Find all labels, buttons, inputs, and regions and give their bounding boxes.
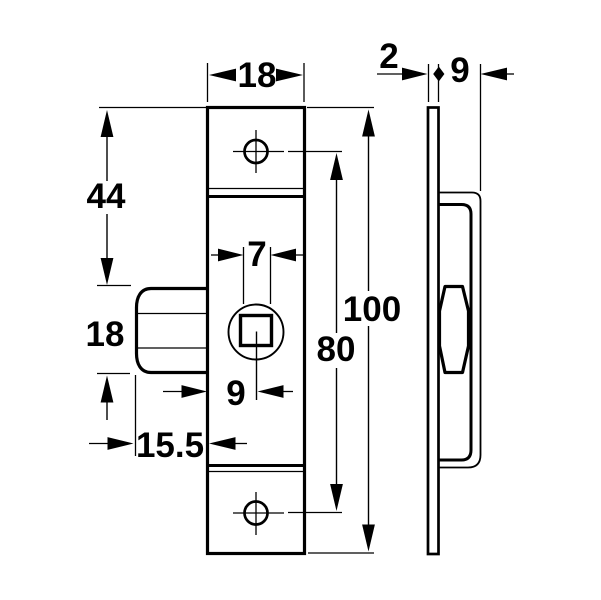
dim-faceplate-thickness: 2 (377, 37, 445, 102)
faceplate-side-outline (426, 106, 440, 556)
dim-overall-height: 100 (307, 106, 401, 554)
dim-label-faceplate-thickness: 2 (379, 37, 398, 76)
dim-label-knob-projection: 15.5 (136, 426, 204, 465)
arrowhead-left (257, 385, 284, 398)
dim-label-screw-hole-spacing: 80 (317, 330, 356, 369)
side-view (426, 106, 482, 556)
dim-knob-projection: 15.5 (89, 375, 247, 465)
dim-follower-square: 7 (211, 235, 305, 304)
dim-label-case-depth: 9 (450, 51, 469, 90)
dim-label-follower-square: 7 (247, 235, 266, 274)
dimensions: 18 2 9 44 18 (86, 37, 514, 554)
case-inner-outline (438, 203, 473, 462)
knob-outline (134, 286, 208, 375)
dim-edge-to-spindle: 9 (163, 374, 293, 413)
arrowhead-up (100, 375, 114, 403)
arrowhead-down (362, 524, 375, 552)
dim-label-top-edge-to-knob: 44 (87, 177, 126, 216)
dim-label-edge-to-spindle: 9 (226, 374, 245, 413)
arrowhead-right (107, 437, 134, 450)
arrowhead-left (209, 68, 236, 82)
arrowhead-right (276, 68, 303, 82)
arrowhead-right (181, 385, 207, 398)
faceplate-front-outline (205, 105, 307, 556)
dim-label-overall-height: 100 (343, 290, 401, 329)
dim-knob-height: 18 (86, 315, 130, 420)
arrowhead-up (100, 110, 114, 137)
arrowhead-left (480, 67, 507, 81)
arrowhead-down (330, 484, 343, 511)
dim-label-knob-height: 18 (86, 315, 125, 354)
dim-top-edge-to-knob: 44 (87, 106, 206, 287)
arrowhead-right (402, 67, 428, 81)
arrowhead-left (270, 248, 296, 262)
arrowhead-right (218, 248, 244, 262)
case-outer-outline (438, 191, 482, 469)
arrowhead-down (100, 258, 114, 285)
dim-case-depth: 9 (450, 51, 514, 191)
arrowhead-left (209, 437, 236, 450)
dim-screw-hole-spacing: 80 (288, 150, 356, 514)
arrowhead-up (362, 109, 375, 137)
bolt-side-profile (437, 284, 471, 375)
arrowhead-up (330, 153, 343, 180)
dim-label-faceplate-width: 18 (238, 56, 277, 95)
dim-faceplate-width: 18 (206, 56, 305, 102)
arrow-diamond (433, 66, 445, 82)
front-view (134, 105, 307, 556)
